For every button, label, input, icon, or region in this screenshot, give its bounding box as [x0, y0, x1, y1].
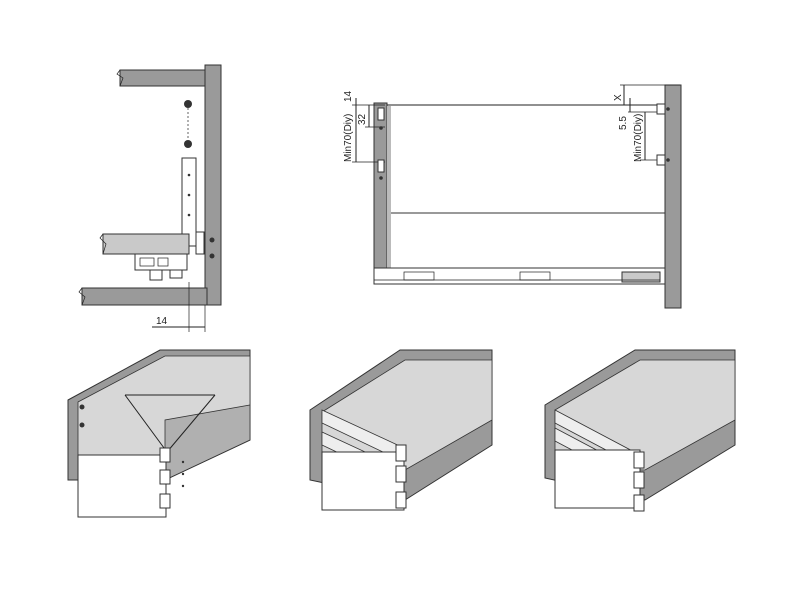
- dim-label-14: 14: [156, 316, 168, 327]
- drawer-front-3: [554, 449, 641, 509]
- dim-label-5-5: 5.5: [618, 116, 629, 130]
- drawer-front-face: [386, 212, 666, 269]
- drawer-front-2: [321, 451, 405, 511]
- screw-middle: [184, 140, 192, 148]
- perspective-double-rail-alt: [544, 349, 736, 512]
- drawer-base: [373, 267, 666, 285]
- drawer-front-1: [77, 454, 167, 518]
- drawer-side-profile: [181, 157, 197, 247]
- dim-label-x: X: [613, 94, 624, 101]
- dim-label-min70-left: Min70(Diy): [343, 114, 354, 162]
- front-right-wall: [664, 84, 682, 309]
- cabinet-top-panel: [119, 69, 209, 87]
- dim-label-min70-right: Min70(Diy): [633, 114, 644, 162]
- cabinet-side-wall: [204, 64, 222, 306]
- screw-top: [184, 100, 192, 108]
- dim-label-14-front: 14: [343, 90, 354, 102]
- dim-label-32: 32: [357, 113, 368, 125]
- runner-mechanism: [134, 253, 188, 271]
- perspective-double-rail: [309, 349, 493, 511]
- perspective-single-drawer: [67, 349, 251, 518]
- runner-bracket: [195, 231, 205, 255]
- drawer-bottom-panel: [102, 233, 190, 255]
- front-view: 14 32 Min70(Diy) X 5.5 Min70(Diy): [343, 84, 682, 309]
- side-section-view: 14: [78, 64, 222, 332]
- cabinet-bottom-panel: [81, 287, 208, 306]
